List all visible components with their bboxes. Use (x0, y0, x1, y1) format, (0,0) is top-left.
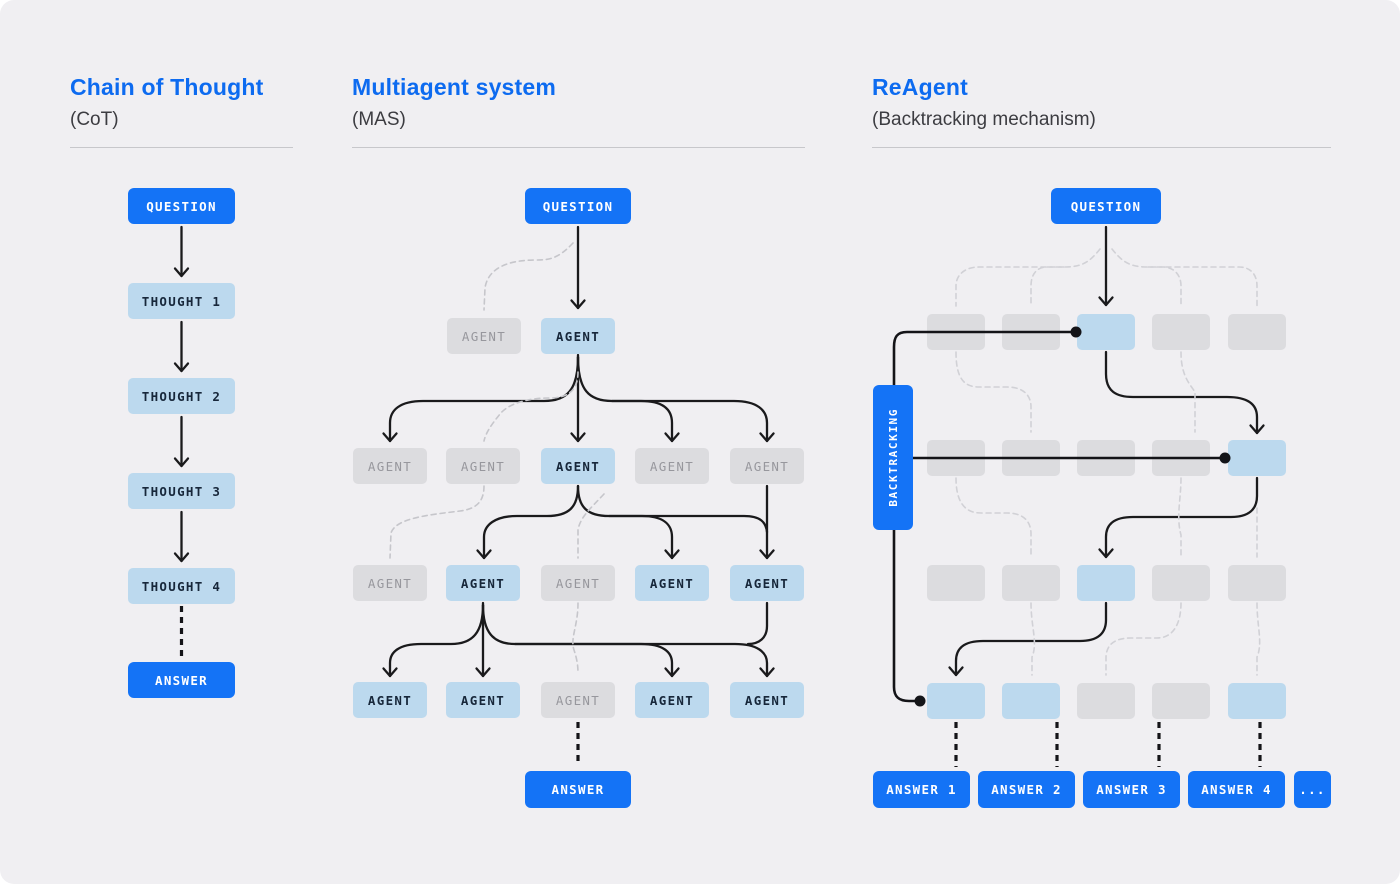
mas-agent-node: AGENT (446, 682, 520, 718)
backtrack-dot (1219, 452, 1231, 464)
backtrack-dot (1070, 326, 1082, 338)
cot-thought-4-node: THOUGHT 4 (128, 568, 235, 604)
mas-agent-node: AGENT (446, 448, 520, 484)
reagent-node (1077, 314, 1135, 350)
reagent-answer-3-node: ANSWER 3 (1083, 771, 1180, 808)
backtrack-dot (914, 695, 926, 707)
mas-agent-node: AGENT (353, 682, 427, 718)
cot-thought-1-node: THOUGHT 1 (128, 283, 235, 319)
reagent-node (1152, 683, 1210, 719)
reagent-question-node: QUESTION (1051, 188, 1161, 224)
panel-divider-reagent (872, 147, 1331, 148)
cot-thought-3-node: THOUGHT 3 (128, 473, 235, 509)
panel-title-mas: Multiagent system (352, 74, 557, 100)
mas-connectors (382, 225, 775, 766)
reagent-node (1152, 314, 1210, 350)
reagent-node (1228, 683, 1286, 719)
backtracking-bar-label: BACKTRACKING (886, 408, 900, 507)
mas-answer-node: ANSWER (525, 771, 631, 808)
cot-thought-2-node: THOUGHT 2 (128, 378, 235, 414)
panel-title-reagent: ReAgent (872, 74, 968, 100)
mas-agent-node: AGENT (353, 448, 427, 484)
reagent-node (927, 683, 985, 719)
reagent-node (1002, 683, 1060, 719)
panel-title-cot: Chain of Thought (70, 74, 264, 100)
mas-agent-node: AGENT (635, 565, 709, 601)
reagent-node (927, 565, 985, 601)
mas-agent-node: AGENT (446, 565, 520, 601)
cot-question-node: QUESTION (128, 188, 235, 224)
reagent-node (1002, 565, 1060, 601)
reagent-node (1228, 565, 1286, 601)
mas-agent-node: AGENT (730, 682, 804, 718)
mas-agent-node: AGENT (635, 448, 709, 484)
backtracking-bar: BACKTRACKING (873, 385, 913, 530)
panel-subtitle-reagent: (Backtracking mechanism) (872, 109, 1096, 130)
cot-answer-node: ANSWER (128, 662, 235, 698)
reagent-answer-4-node: ANSWER 4 (1188, 771, 1285, 808)
mas-agent-node: AGENT (541, 682, 615, 718)
reagent-connectors (948, 225, 1265, 767)
backtrack-path-main (892, 330, 1078, 703)
panel-divider-mas (352, 147, 805, 148)
panel-subtitle-cot: (CoT) (70, 109, 119, 130)
reagent-answer-1-node: ANSWER 1 (873, 771, 970, 808)
mas-agent-node: AGENT (353, 565, 427, 601)
mas-agent-node: AGENT (730, 565, 804, 601)
panel-subtitle-mas: (MAS) (352, 109, 406, 130)
panel-divider-cot (70, 147, 293, 148)
mas-agent-node: AGENT (635, 682, 709, 718)
reagent-node (1152, 565, 1210, 601)
reagent-answer-2-node: ANSWER 2 (978, 771, 1075, 808)
reagent-answer-more-node: ... (1294, 771, 1331, 808)
reagent-node (1077, 565, 1135, 601)
mas-agent-node: AGENT (447, 318, 521, 354)
mas-agent-node: AGENT (541, 565, 615, 601)
reagent-node (1228, 440, 1286, 476)
reagent-node (1228, 314, 1286, 350)
mas-agent-node: AGENT (730, 448, 804, 484)
mas-agent-node: AGENT (541, 448, 615, 484)
mas-question-node: QUESTION (525, 188, 631, 224)
reagent-node (1077, 683, 1135, 719)
mas-agent-node: AGENT (541, 318, 615, 354)
